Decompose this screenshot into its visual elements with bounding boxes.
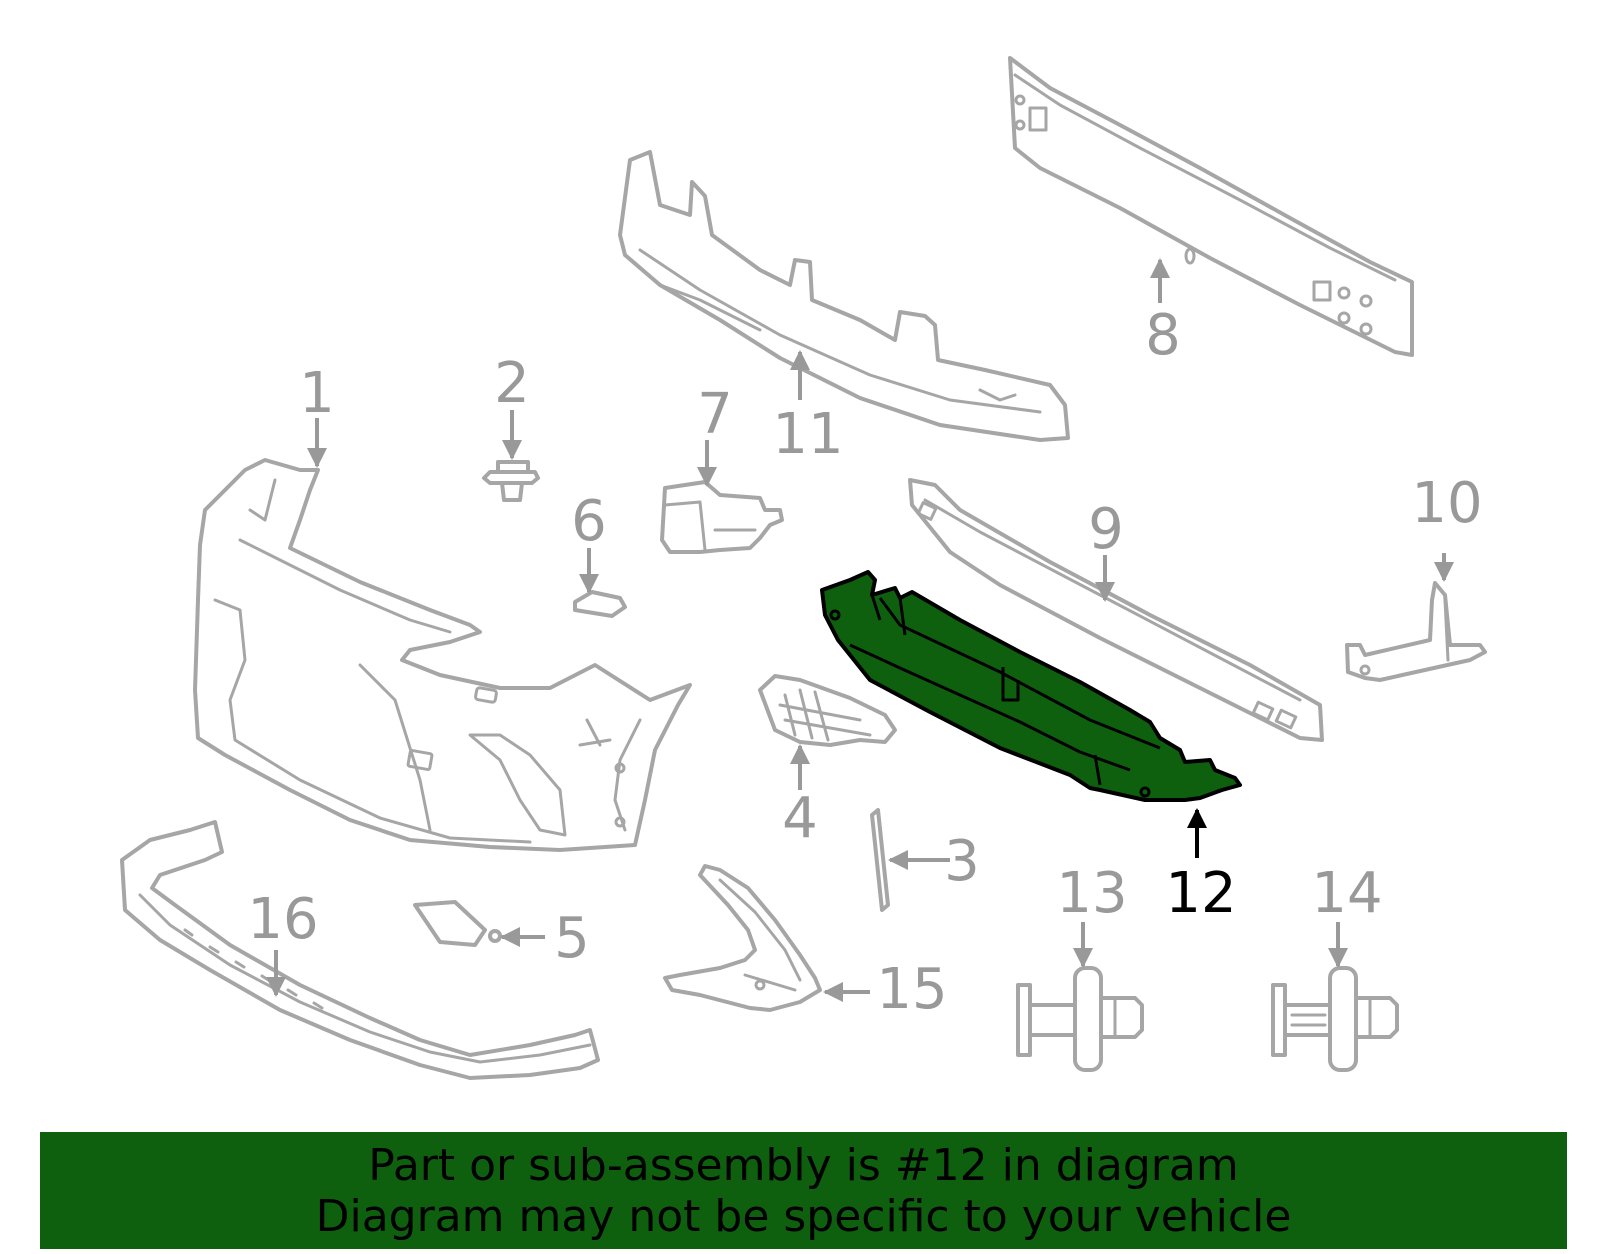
callout-16: 16 [247,887,318,952]
callout-13: 13 [1056,861,1127,926]
leader-lines [266,258,1454,1002]
part-4-grille-insert [758,674,897,747]
part-5-cap [413,900,502,947]
part-2-bolt [482,460,540,502]
callout-6: 6 [571,489,607,554]
part-8-bumper-reinforcement [1008,56,1414,357]
banner-line-part-number: Part or sub-assembly is #12 in diagram [368,1139,1239,1191]
callout-8: 8 [1145,303,1181,368]
part-10-bracket [1345,581,1487,682]
part-15-side-trim [663,864,822,1012]
callout-14: 14 [1311,861,1382,926]
part-16-lower-spoiler [120,820,600,1080]
part-11-energy-absorber [618,150,1070,442]
callout-3: 3 [944,829,980,894]
callout-15: 15 [876,957,947,1022]
callout-11: 11 [772,402,843,467]
part-7-bracket [660,480,784,554]
callout-1: 1 [299,361,335,426]
callout-labels: 1 2 3 4 5 6 7 8 9 10 11 12 13 14 15 16 [247,303,1482,1022]
part-13-clip [1016,966,1144,1072]
part-1-bumper-cover [193,458,692,852]
part-3-strip [870,808,890,912]
banner-line-disclaimer: Diagram may not be specific to your vehi… [315,1190,1292,1242]
callout-12: 12 [1165,861,1236,926]
callout-2: 2 [494,351,530,416]
part-6-pad [573,590,627,618]
callout-7: 7 [697,382,733,447]
callout-9: 9 [1088,497,1124,562]
info-banner: Part or sub-assembly is #12 in diagram D… [40,1132,1567,1249]
callout-4: 4 [782,786,818,851]
part-14-clip [1271,966,1399,1072]
callout-10: 10 [1411,471,1482,536]
part-12-undercover-highlighted [820,570,1242,802]
callout-5: 5 [554,906,590,971]
